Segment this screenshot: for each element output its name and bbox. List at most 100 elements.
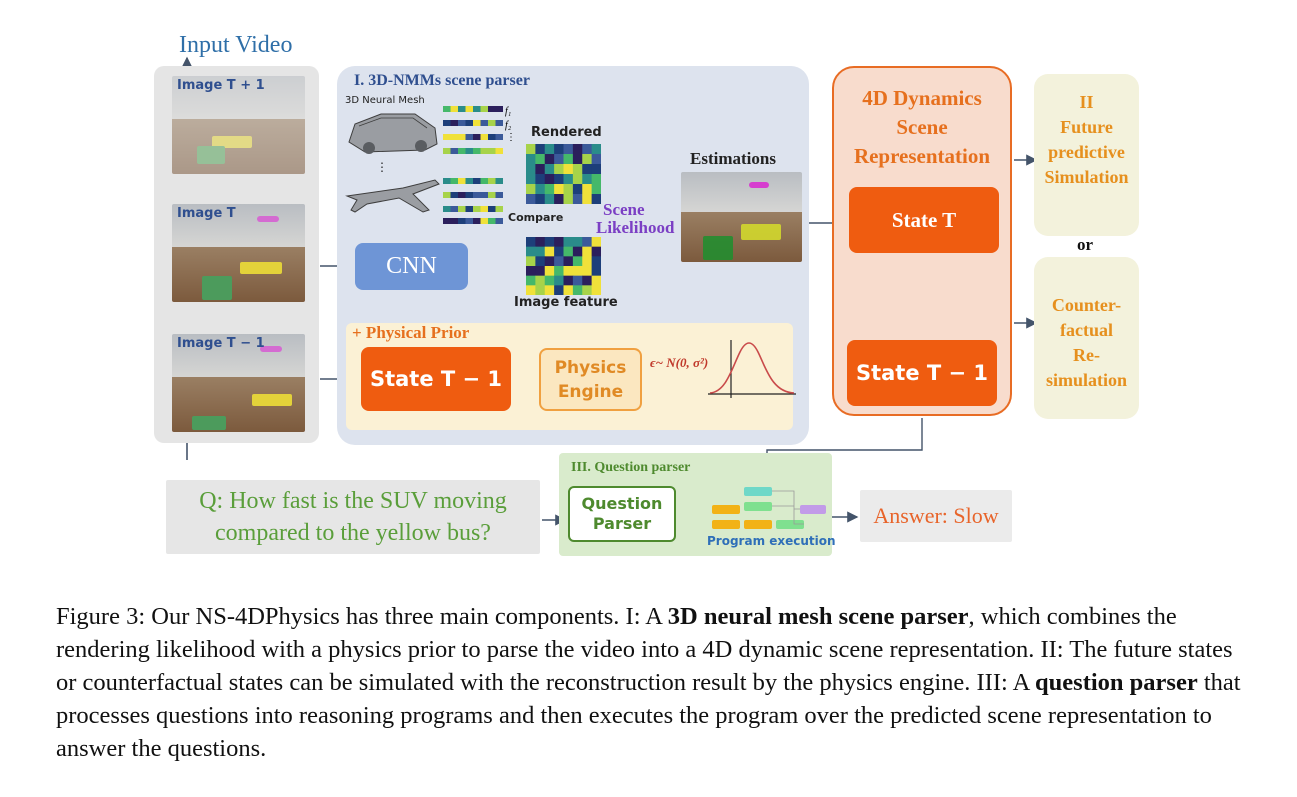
counter-line-2: factual [1060,320,1113,340]
heatmap-cell [535,174,546,185]
heatmap-cell [563,184,574,195]
feature-stripe-cell [465,120,473,126]
feature-stripe-cell [465,106,473,112]
heatmap-cell [535,194,546,204]
heatmap-cell [572,266,583,277]
caption-bold-2: question parser [1035,669,1198,696]
rendered-label: Rendered [531,125,602,140]
heatmap-cell [572,174,583,185]
heatmap-cell [544,144,555,155]
heatmap-cell [554,154,564,165]
image-feature-label: Image feature [514,295,618,310]
state-t-minus-1-block: State T − 1 [847,340,997,406]
feature-stripe-cell [458,148,466,154]
heatmap-cell [582,237,593,248]
feature-stripe-cell [465,178,473,184]
heatmap-cell [563,164,574,175]
feature-stripe-cell [443,218,451,224]
heatmap-cell [526,144,536,155]
heatmap-cell [572,275,583,286]
feature-stripe-cell [443,178,451,184]
heatmap-cell [544,285,555,295]
feature-stripe-cell [450,206,458,212]
feature-stripe-cell [488,206,496,212]
question-parser-block: Question Parser [568,486,676,542]
heatmap-cell [526,275,536,286]
image-feature-heatmap [526,237,601,295]
heatmap-cell [535,237,546,248]
heatmap-cell [563,266,574,277]
feature-stripe-cell [458,106,466,112]
heatmap-cell [554,164,564,175]
neural-mesh-label: 3D Neural Mesh [345,95,425,106]
feature-stripe-cell [480,120,488,126]
counter-line-1: Counter- [1051,295,1122,315]
heatmap-cell [526,194,536,204]
suv-mesh-icon [348,113,438,154]
heatmap-cell [582,285,593,295]
program-graph-icon [712,487,826,529]
noise-formula: ϵ~ N(0, σ²) [650,355,709,370]
feature-stripe-cell [488,120,496,126]
heatmap-cell [572,246,583,257]
or-label: or [1077,235,1094,254]
heatmap-cell [563,275,574,286]
heatmap-cell [544,237,555,248]
future-line-1: II [1079,92,1094,112]
compare-label: Compare [508,211,564,224]
frame-image-previous [172,334,305,432]
dynamics-title: 4D Dynamics Scene Representation [832,84,1012,171]
heatmap-cell [563,246,574,257]
bus-shape [212,136,252,148]
feature-stripe-cell [443,134,451,140]
heatmap-cell [572,184,583,195]
feature-stripe-cell [443,120,451,126]
bus-shape [192,416,226,430]
plane-shape [260,346,282,352]
heatmap-cell [582,184,593,195]
heatmap-cell [572,144,583,155]
heatmap-cell [582,194,593,204]
frame-label-next: Image T + 1 [177,78,265,93]
input-video-label: Input Video [179,32,293,58]
feature-stripe-cell [473,218,481,224]
figure-caption: Figure 3: Our NS-4DPhysics has three mai… [56,600,1246,765]
caption-part-3: that processes questions into reasoning … [56,669,1241,762]
feature-stripe-cell [450,192,458,198]
feature-stripe-cell [495,148,503,154]
heatmap-cell [563,237,574,248]
plane-shape [749,182,769,188]
heatmap-cell [554,194,564,204]
feature-stripe-cell [458,192,466,198]
heatmap-cell [554,184,564,195]
caption-part-2: , which combines the rendering likelihoo… [56,603,1233,696]
heatmap-cell [563,194,574,204]
caption-bold-1: 3D neural mesh scene parser [667,603,969,630]
dynamics-title-line-1: 4D Dynamics [862,86,982,110]
cnn-block: CNN [355,243,468,290]
feature-stripe-cell [473,120,481,126]
feature-stripe-cell [495,178,503,184]
feature-stripe-cell [488,192,496,198]
heatmap-cell [563,144,574,155]
program-execution-label: Program execution [707,534,836,548]
heatmap-cell [526,246,536,257]
heatmap-cell [554,285,564,295]
feature-stripe-cell [473,134,481,140]
physics-engine-line-1: Physics [554,357,627,378]
rendered-heatmap [526,144,601,204]
counterfactual-box: Counter- factual Re-simulation [1034,257,1139,419]
heatmap-cell [535,246,546,257]
physical-prior-label: + Physical Prior [352,323,470,342]
feature-stripe-cell [488,178,496,184]
estimation-image [681,172,802,262]
feature-stripe-cell [465,218,473,224]
estimations-label: Estimations [690,149,776,168]
heatmap-cell [535,154,546,165]
feature-label-dots: ⋮ [506,132,516,143]
heatmap-cell [535,256,546,267]
feature-stripes [443,106,503,224]
feature-stripe-cell [458,120,466,126]
heatmap-cell [591,285,601,295]
heatmap-cell [582,154,593,165]
